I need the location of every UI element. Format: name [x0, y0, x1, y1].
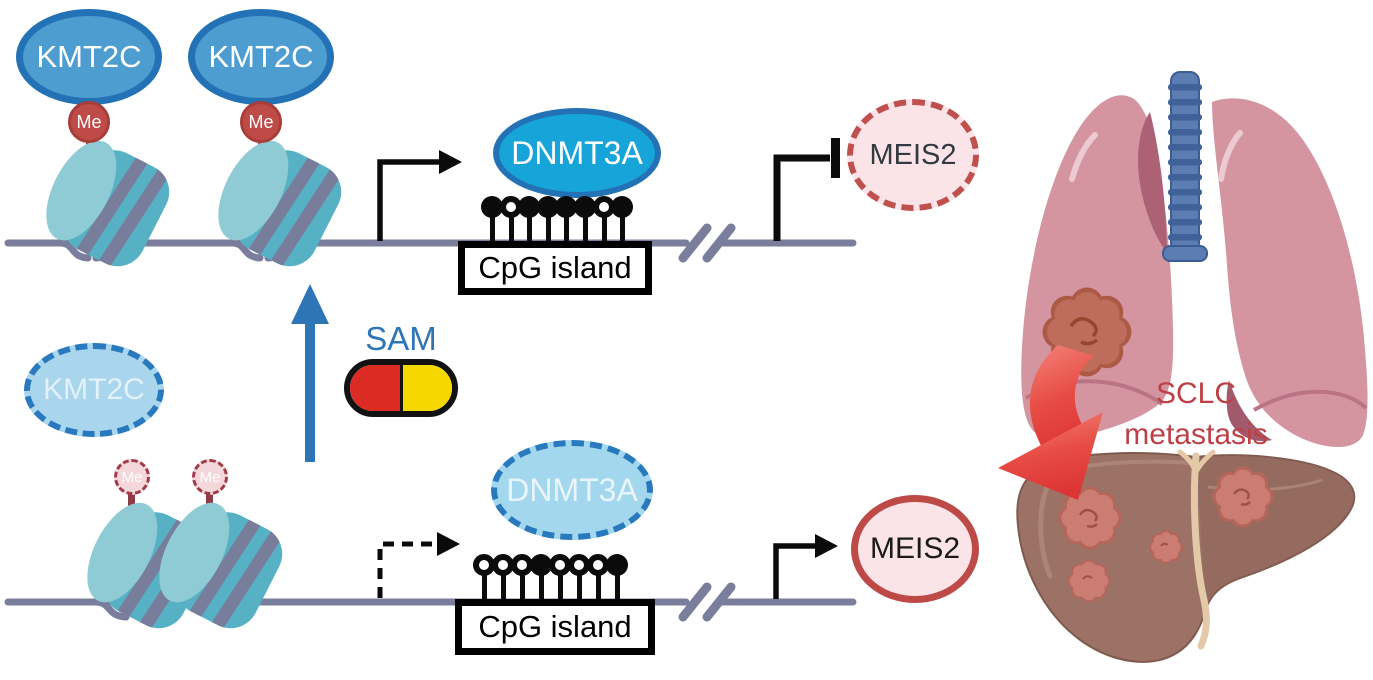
meis2-gene-expressed: MEIS2 — [851, 495, 979, 603]
promoter-arrow-active-bottom — [773, 534, 838, 599]
dnmt3a-protein-inactive: DNMT3A — [491, 440, 653, 540]
meis2-label: MEIS2 — [869, 138, 957, 171]
cpg-island-label: CpG island — [478, 609, 632, 644]
liver-metastases — [1058, 466, 1274, 603]
me-label: Me — [121, 468, 143, 486]
cpg-island-box-bottom: CpG island — [455, 599, 655, 655]
inhibition-bar — [773, 138, 840, 241]
sclc-caption-line2: metastasis — [1124, 417, 1268, 451]
cpg-island-box-top: CpG island — [458, 241, 652, 295]
methyl-mark-lost-2: Me — [192, 459, 228, 495]
sclc-caption-line1: SCLC — [1155, 377, 1237, 410]
capsule-yellow-half — [402, 365, 452, 411]
methyl-mark-lost-1: Me — [114, 459, 150, 495]
cpg-site-methylated — [530, 554, 552, 602]
cpg-site-methylated — [518, 196, 541, 244]
cpg-site-methylated — [606, 554, 628, 602]
cpg-site-methylated — [574, 196, 596, 244]
trachea — [1162, 71, 1208, 262]
dnmt3a-label: DNMT3A — [506, 471, 638, 508]
dnmt3a-label: DNMT3A — [511, 134, 643, 171]
right-lung — [1212, 98, 1368, 448]
methyl-mark-active-1: Me — [68, 101, 110, 143]
nucleosome — [27, 124, 181, 284]
promoter-arrow-dashed-bottom — [377, 532, 460, 598]
sclc-metastasis-caption: SCLC metastasis — [1096, 374, 1296, 455]
kmt2c-label: KMT2C — [208, 39, 314, 74]
kmt2c-label: KMT2C — [43, 373, 145, 406]
metastasis-arrow — [998, 345, 1103, 500]
me-stem-faded — [128, 492, 135, 512]
cpg-site-methylated — [555, 196, 578, 244]
meis2-gene-silenced: MEIS2 — [847, 99, 979, 211]
methyl-mark-active-2: Me — [240, 101, 282, 143]
falciform-ligament — [1177, 449, 1216, 650]
sam-capsule-icon — [344, 359, 458, 417]
lung-tumor — [1042, 287, 1132, 377]
meis2-label: MEIS2 — [869, 532, 961, 565]
dna-break-top — [678, 223, 736, 263]
kmt2c-protein-active-1: KMT2C — [16, 9, 162, 105]
sam-label: SAM — [365, 320, 437, 357]
kmt2c-label: KMT2C — [36, 39, 142, 74]
me-label: Me — [248, 111, 274, 132]
cpg-site-methylated — [611, 196, 634, 244]
sam-up-arrow — [291, 284, 329, 462]
cpg-island-label: CpG island — [478, 250, 632, 285]
dna-break-bottom — [678, 582, 736, 622]
cpg-site-unmethylated — [587, 554, 609, 602]
cpg-site-methylated — [536, 196, 559, 244]
liver-illustration — [1016, 449, 1356, 663]
kmt2c-protein-lost: KMT2C — [24, 343, 164, 437]
me-label: Me — [199, 468, 221, 486]
me-label: Me — [76, 111, 102, 132]
me-stem-faded — [206, 492, 213, 512]
promoter-arrow-active-top — [377, 150, 462, 241]
kmt2c-protein-active-2: KMT2C — [188, 9, 334, 105]
capsule-red-half — [350, 365, 403, 411]
nucleosome — [199, 124, 353, 284]
dnmt3a-protein-active: DNMT3A — [493, 108, 661, 198]
cpg-site-methylated — [481, 196, 503, 244]
